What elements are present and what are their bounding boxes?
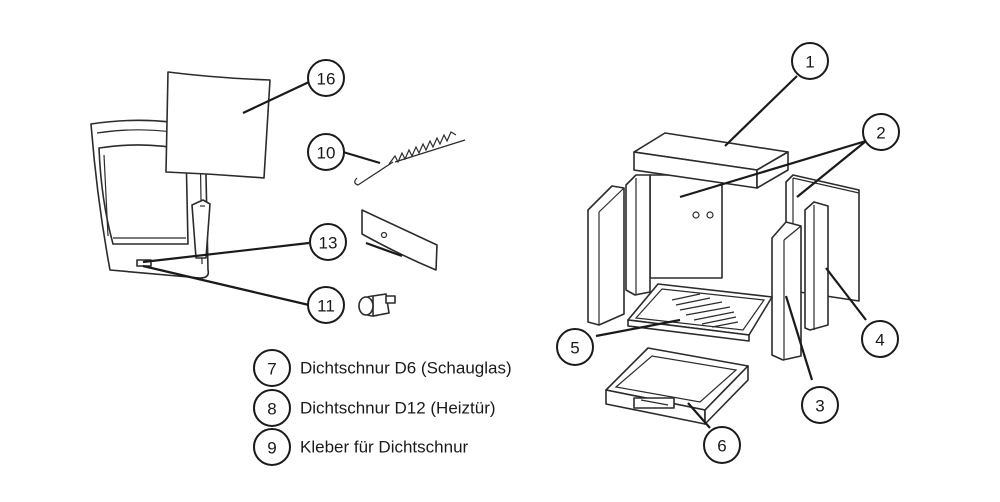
callout-3-label: 3 — [815, 397, 824, 416]
curved-plate-part — [361, 209, 438, 271]
callout-6: 6 — [703, 426, 741, 464]
callout-11-label: 11 — [317, 297, 335, 316]
callout-1-label: 1 — [805, 53, 814, 72]
knob-part — [358, 293, 396, 317]
callout-16: 16 — [307, 59, 345, 97]
left-leader-lines — [142, 81, 403, 307]
legend-label: Kleber für Dichtschnur — [300, 438, 469, 457]
firebox-parts — [587, 132, 860, 425]
legend-item-8: 8 Dichtschnur D12 (Heiztür) — [253, 389, 496, 427]
callout-10-label: 10 — [317, 144, 336, 163]
callout-5-label: 5 — [570, 339, 579, 358]
legend: 7 Dichtschnur D6 (Schauglas) 8 Dichtschn… — [253, 349, 512, 466]
callout-4-label: 4 — [875, 331, 884, 350]
callout-3: 3 — [801, 386, 839, 424]
legend-item-9: 9 Kleber für Dichtschnur — [253, 428, 469, 466]
callout-13: 13 — [309, 223, 347, 261]
callout-11: 11 — [307, 286, 345, 324]
legend-number: 9 — [267, 439, 276, 458]
callout-5: 5 — [556, 328, 594, 366]
right-side-bricks — [785, 174, 860, 331]
top-plate — [633, 132, 789, 189]
callout-13-label: 13 — [319, 234, 338, 253]
callout-4: 4 — [861, 320, 899, 358]
legend-label: Dichtschnur D12 (Heiztür) — [300, 399, 496, 418]
legend-item-7: 7 Dichtschnur D6 (Schauglas) — [253, 349, 512, 387]
ash-pan — [605, 347, 749, 425]
legend-number: 7 — [267, 360, 276, 379]
front-right-brick — [771, 221, 802, 361]
right-leader-lines — [595, 75, 867, 429]
callout-10: 10 — [307, 133, 345, 171]
callout-16-label: 16 — [317, 70, 336, 89]
callout-1: 1 — [791, 42, 829, 80]
left-side-bricks — [587, 174, 651, 326]
back-plate — [649, 174, 723, 279]
legend-label: Dichtschnur D6 (Schauglas) — [300, 359, 512, 378]
callout-2-label: 2 — [876, 124, 885, 143]
callout-2: 2 — [862, 113, 900, 151]
spring-part — [354, 131, 466, 186]
sealing-glass-panel — [165, 71, 271, 179]
legend-number: 8 — [267, 400, 276, 419]
callout-6-label: 6 — [717, 437, 726, 456]
